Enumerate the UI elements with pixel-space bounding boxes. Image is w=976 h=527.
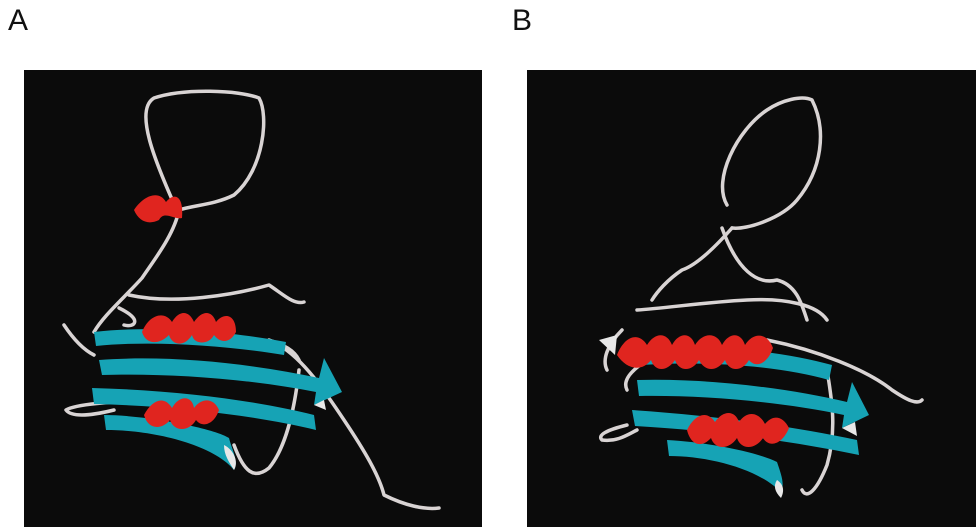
protein-structure-panel-a <box>24 70 482 527</box>
coil-loops <box>64 91 439 508</box>
protein-structure-panel-b <box>527 70 976 527</box>
protein-ribbon-image-a <box>24 70 482 527</box>
beta-strands <box>92 329 342 470</box>
protein-ribbon-image-b <box>527 70 976 527</box>
panel-label-b: B <box>512 6 532 36</box>
panel-label-a: A <box>8 6 28 36</box>
